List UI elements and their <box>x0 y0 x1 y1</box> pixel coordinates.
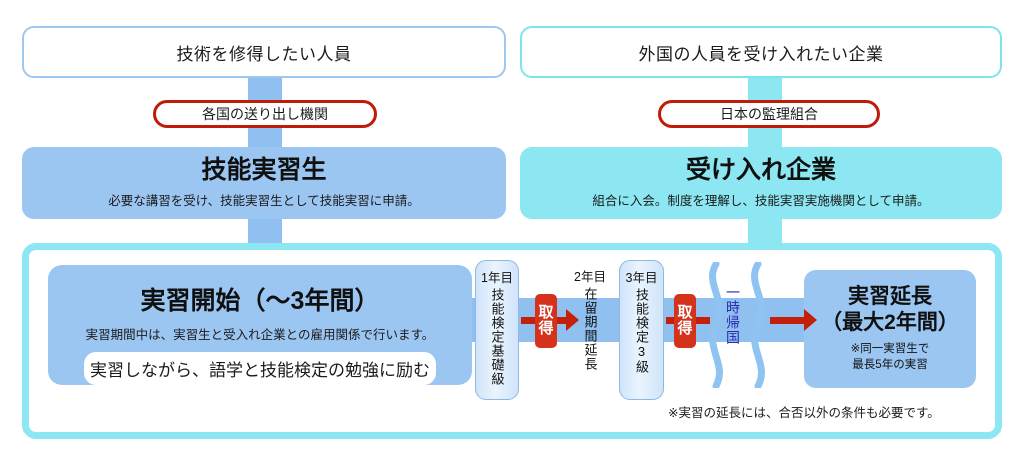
extension-title-line1: 実習延長 <box>848 285 932 309</box>
arrow-acquire-2: 取 得 <box>666 294 712 348</box>
year-column-1: 1年目 技能検定基礎級 <box>475 260 519 400</box>
badge-2-line2: 得 <box>677 320 693 337</box>
arrow-to-extension <box>770 303 822 337</box>
role-box-trainee: 技能実習生 必要な講習を受け、技能実習生として技能実習に申請。 <box>22 147 506 219</box>
badge-1-line2: 得 <box>538 320 554 337</box>
role-trainee-title: 技能実習生 <box>201 155 327 184</box>
badge-acquire-2: 取 得 <box>674 294 696 348</box>
pill-supervising-org: 日本の監理組合 <box>658 100 880 128</box>
arrow-acquire-1: 取 得 <box>521 294 579 348</box>
badge-2-line1: 取 <box>677 304 693 322</box>
training-start-inner-note: 実習しながら、語学と技能検定の勉強に励む <box>84 352 436 385</box>
training-start-sub: 実習期間中は、実習生と受入れ企業との雇用関係で行います。 <box>85 328 435 342</box>
year-1-label: 1年目 <box>481 271 513 285</box>
badge-1-line1: 取 <box>538 304 554 322</box>
year-3-vertical-text: 技能検定3級 <box>634 288 649 374</box>
header-box-right: 外国の人員を受け入れたい企業 <box>520 26 1002 78</box>
pill-supervising-org-label: 日本の監理組合 <box>720 106 818 122</box>
arrow-1-head <box>566 309 579 331</box>
footnote-text: ※実習の延長には、合否以外の条件も必要です。 <box>668 406 940 420</box>
extension-box: 実習延長 （最大2年間） ※同一実習生で 最長5年の実習 <box>804 270 976 388</box>
pill-sending-agency-label: 各国の送り出し機関 <box>202 106 328 122</box>
extension-title-line2: （最大2年間） <box>821 311 959 335</box>
training-start-title: 実習開始（〜3年間） <box>140 287 380 315</box>
year-2-label: 2年目 <box>574 270 606 284</box>
badge-acquire-1: 取 得 <box>535 294 557 348</box>
role-box-company: 受け入れ企業 組合に入会。制度を理解し、技能実習実施機関として申請。 <box>520 147 1002 219</box>
year-column-2: 2年目 在留期間延長 <box>567 260 613 400</box>
wavy-break-svg <box>709 260 765 390</box>
training-start-box: 実習開始（〜3年間） 実習期間中は、実習生と受入れ企業との雇用関係で行います。 … <box>48 265 472 385</box>
temporary-return-label: 一時帰国 <box>725 285 741 345</box>
arrow-3-line <box>770 317 806 324</box>
wavy-break-icon <box>700 260 786 390</box>
role-trainee-sub: 必要な講習を受け、技能実習生として技能実習に申請。 <box>108 194 420 209</box>
year-3-label: 3年目 <box>625 271 658 285</box>
arrow-3-head <box>804 309 817 331</box>
role-company-title: 受け入れ企業 <box>685 155 836 184</box>
pill-sending-agency: 各国の送り出し機関 <box>153 100 377 128</box>
extension-note-line1: ※同一実習生で <box>850 342 930 355</box>
role-company-sub: 組合に入会。制度を理解し、技能実習実施機関として申請。 <box>592 194 930 209</box>
header-right-label: 外国の人員を受け入れたい企業 <box>638 44 884 64</box>
extension-note-line2: 最長5年の実習 <box>852 359 928 372</box>
year-column-3: 3年目 技能検定3級 <box>619 260 664 400</box>
header-box-left: 技術を修得したい人員 <box>22 26 506 78</box>
year-2-vertical-text: 在留期間延長 <box>582 287 598 371</box>
year-1-vertical-text: 技能検定基礎級 <box>489 288 505 386</box>
header-left-label: 技術を修得したい人員 <box>176 44 352 64</box>
